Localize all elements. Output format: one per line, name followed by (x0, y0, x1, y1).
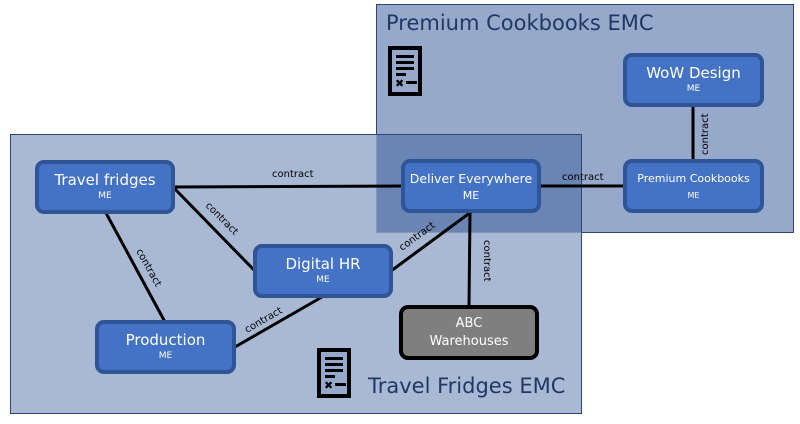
node-subtitle: ME (316, 275, 330, 285)
node-name: Production (125, 331, 206, 349)
node-name: Premium Cookbooks (637, 172, 750, 185)
link-deliver-abc (467, 211, 472, 307)
node-travel-fridges[interactable]: Travel fridges ME (35, 160, 175, 214)
node-production[interactable]: Production ME (95, 320, 236, 374)
node-name: Deliver Everywhere (409, 171, 533, 186)
node-name: Travel fridges (54, 171, 156, 189)
link-label: contract (133, 247, 163, 289)
link-label: contract (481, 240, 492, 282)
link-travel-digitalhr (171, 185, 257, 273)
link-travel-production (104, 212, 167, 323)
node-subtitle: ME (686, 84, 701, 94)
link-label: contract (700, 113, 711, 155)
node-name: ABC (455, 315, 483, 331)
link-label: contract (272, 169, 314, 180)
contract-document-icon: ✖ (317, 348, 351, 398)
node-digital-hr[interactable]: Digital HR ME (253, 244, 393, 298)
node-subtitle: ME (98, 191, 112, 201)
node-subtitle: Warehouses (429, 333, 509, 349)
link-production-digitalhr (234, 295, 323, 349)
link-label: contract (203, 200, 240, 237)
region-title-travel: Travel Fridges EMC (368, 374, 566, 398)
link-label: contract (562, 172, 604, 183)
node-premium-cookbooks[interactable]: Premium Cookbooks ME (623, 159, 764, 213)
node-wow-design[interactable]: WoW Design ME (623, 53, 764, 107)
link-digitalhr-deliver (390, 210, 472, 273)
node-subtitle: ME (462, 189, 480, 202)
node-deliver-everywhere[interactable]: Deliver Everywhere ME (401, 159, 541, 213)
link-label: contract (397, 220, 437, 253)
contract-document-icon: ✖ (388, 46, 422, 96)
region-title-premium: Premium Cookbooks EMC (386, 11, 654, 35)
node-name: Digital HR (285, 255, 361, 273)
node-abc-warehouses[interactable]: ABC Warehouses (399, 305, 539, 360)
node-name: WoW Design (646, 64, 741, 82)
node-subtitle: ME (158, 351, 173, 361)
link-travel-deliver (172, 184, 404, 189)
node-subtitle: ME (687, 191, 700, 200)
